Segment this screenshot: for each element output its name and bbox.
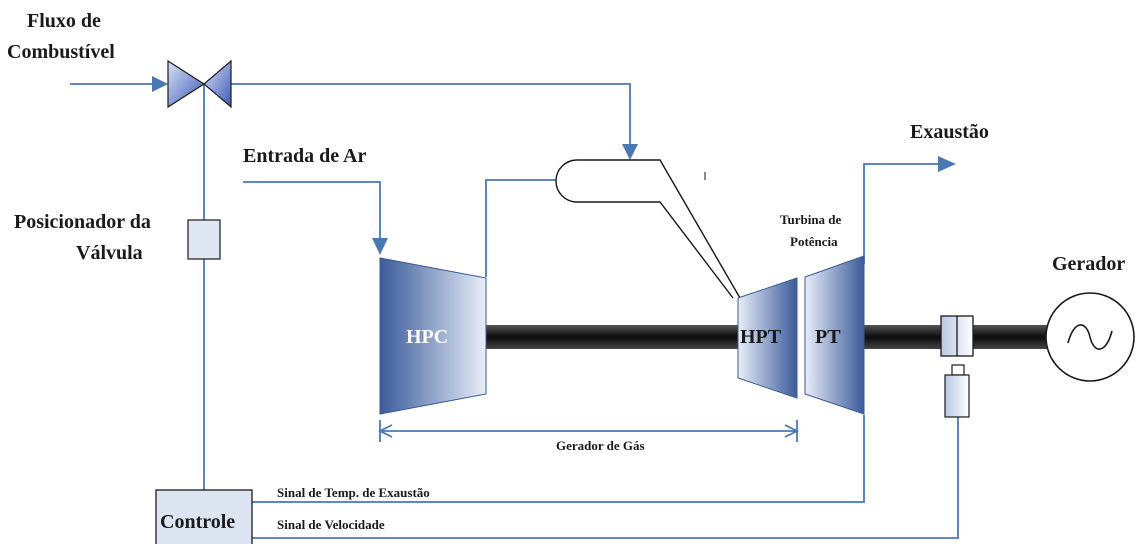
fuel-flow-label-line2: Combustível [7, 41, 115, 63]
air-inlet-label: Entrada de Ar [243, 145, 366, 167]
fuel-valve-left [167, 59, 206, 109]
valve-positioner-label-line1: Posicionador da [14, 211, 151, 233]
compressor-discharge-line [485, 179, 556, 277]
hpt-label: HPT [740, 326, 782, 348]
pt-label: PT [815, 326, 841, 348]
exhaust-line [863, 163, 940, 264]
air-inlet-arrow [372, 238, 388, 255]
fuel-flow-label-line1: Fluxo de [27, 10, 101, 32]
combustor-fuel-arrow [622, 144, 638, 160]
hpt-turbine [737, 277, 798, 399]
power-turbine-label-line2: Potência [790, 234, 838, 249]
speed-signal-line [252, 417, 959, 539]
combustor [555, 159, 741, 299]
speed-sensor [944, 374, 970, 418]
valve-positioner-label-line2: Válvula [76, 242, 143, 264]
exhaust-temp-signal-label: Sinal de Temp. de Exaustão [277, 485, 430, 500]
generator-sine-icon [1067, 324, 1113, 350]
valve-positioner [187, 219, 221, 260]
air-inlet-line [243, 181, 381, 240]
control-label: Controle [160, 511, 235, 533]
pt-turbine [804, 255, 865, 415]
fuel-valve-right [203, 59, 232, 109]
fuel-inlet-arrow [152, 76, 168, 92]
fuel-to-combustor-line [231, 83, 631, 146]
hpc-compressor [379, 257, 487, 415]
control-box [155, 489, 253, 544]
power-turbine-label-line1: Turbina de [780, 212, 842, 227]
hpc-label: HPC [406, 326, 448, 348]
exhaust-arrow [938, 156, 956, 172]
main-shaft [486, 325, 738, 349]
exhaust-label: Exaustão [910, 121, 989, 143]
speed-sensor-cap [951, 364, 965, 376]
generator-label: Gerador [1052, 253, 1125, 275]
exhaust-temp-signal-line [252, 415, 865, 503]
speed-signal-label: Sinal de Velocidade [277, 517, 385, 532]
gas-generator-label: Gerador de Gás [556, 438, 645, 453]
